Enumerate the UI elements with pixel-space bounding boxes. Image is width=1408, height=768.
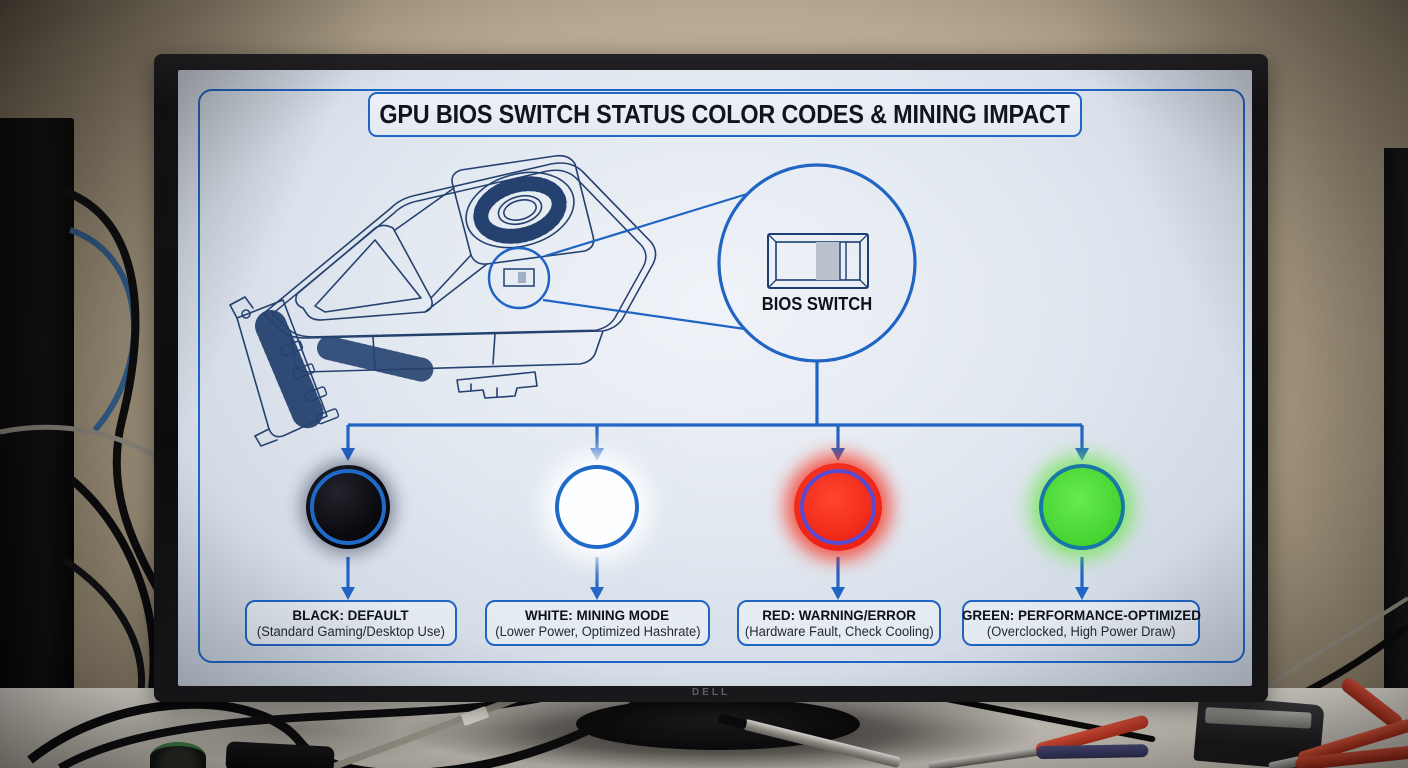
status-circle-white — [555, 465, 639, 549]
status-heading: BLACK: DEFAULT — [292, 607, 410, 623]
right-pc-tower — [1384, 148, 1408, 704]
status-label-white: WHITE: MINING MODE (Lower Power, Optimiz… — [485, 600, 710, 646]
status-detail: (Hardware Fault, Check Cooling) — [744, 624, 934, 639]
status-circle-green — [1039, 464, 1125, 550]
monitor-bezel: DELL GPU BIOS SWITCH STATUS COLOR CODES … — [154, 54, 1268, 702]
status-label-black: BLACK: DEFAULT (Standard Gaming/Desktop … — [245, 600, 457, 646]
bios-switch-label: BIOS SWITCH — [761, 294, 873, 314]
flow-lines — [341, 163, 1089, 600]
left-speaker-tower — [0, 118, 74, 698]
pliers-jaw — [928, 745, 1047, 768]
purple-ring — [800, 469, 876, 545]
status-heading: WHITE: MINING MODE — [525, 607, 670, 623]
status-detail: (Lower Power, Optimized Hashrate) — [494, 624, 701, 639]
status-heading: RED: WARNING/ERROR — [762, 607, 916, 623]
monitor-screen: GPU BIOS SWITCH STATUS COLOR CODES & MIN… — [178, 70, 1252, 686]
tape-measure — [150, 742, 206, 768]
blue-ring — [310, 469, 386, 545]
status-circle-black — [306, 465, 390, 549]
pliers-handle-blue — [1036, 744, 1149, 760]
stapler-metal-strip — [1204, 707, 1312, 729]
status-detail: (Overclocked, High Power Draw) — [986, 624, 1176, 639]
status-detail: (Standard Gaming/Desktop Use) — [256, 624, 446, 639]
dell-logo: DELL — [691, 687, 731, 698]
smartphone — [225, 741, 335, 768]
status-label-red: RED: WARNING/ERROR (Hardware Fault, Chec… — [737, 600, 941, 646]
status-label-green: GREEN: PERFORMANCE-OPTIMIZED (Overclocke… — [962, 600, 1200, 646]
status-heading: GREEN: PERFORMANCE-OPTIMIZED — [961, 607, 1201, 623]
status-circle-red — [794, 463, 882, 551]
